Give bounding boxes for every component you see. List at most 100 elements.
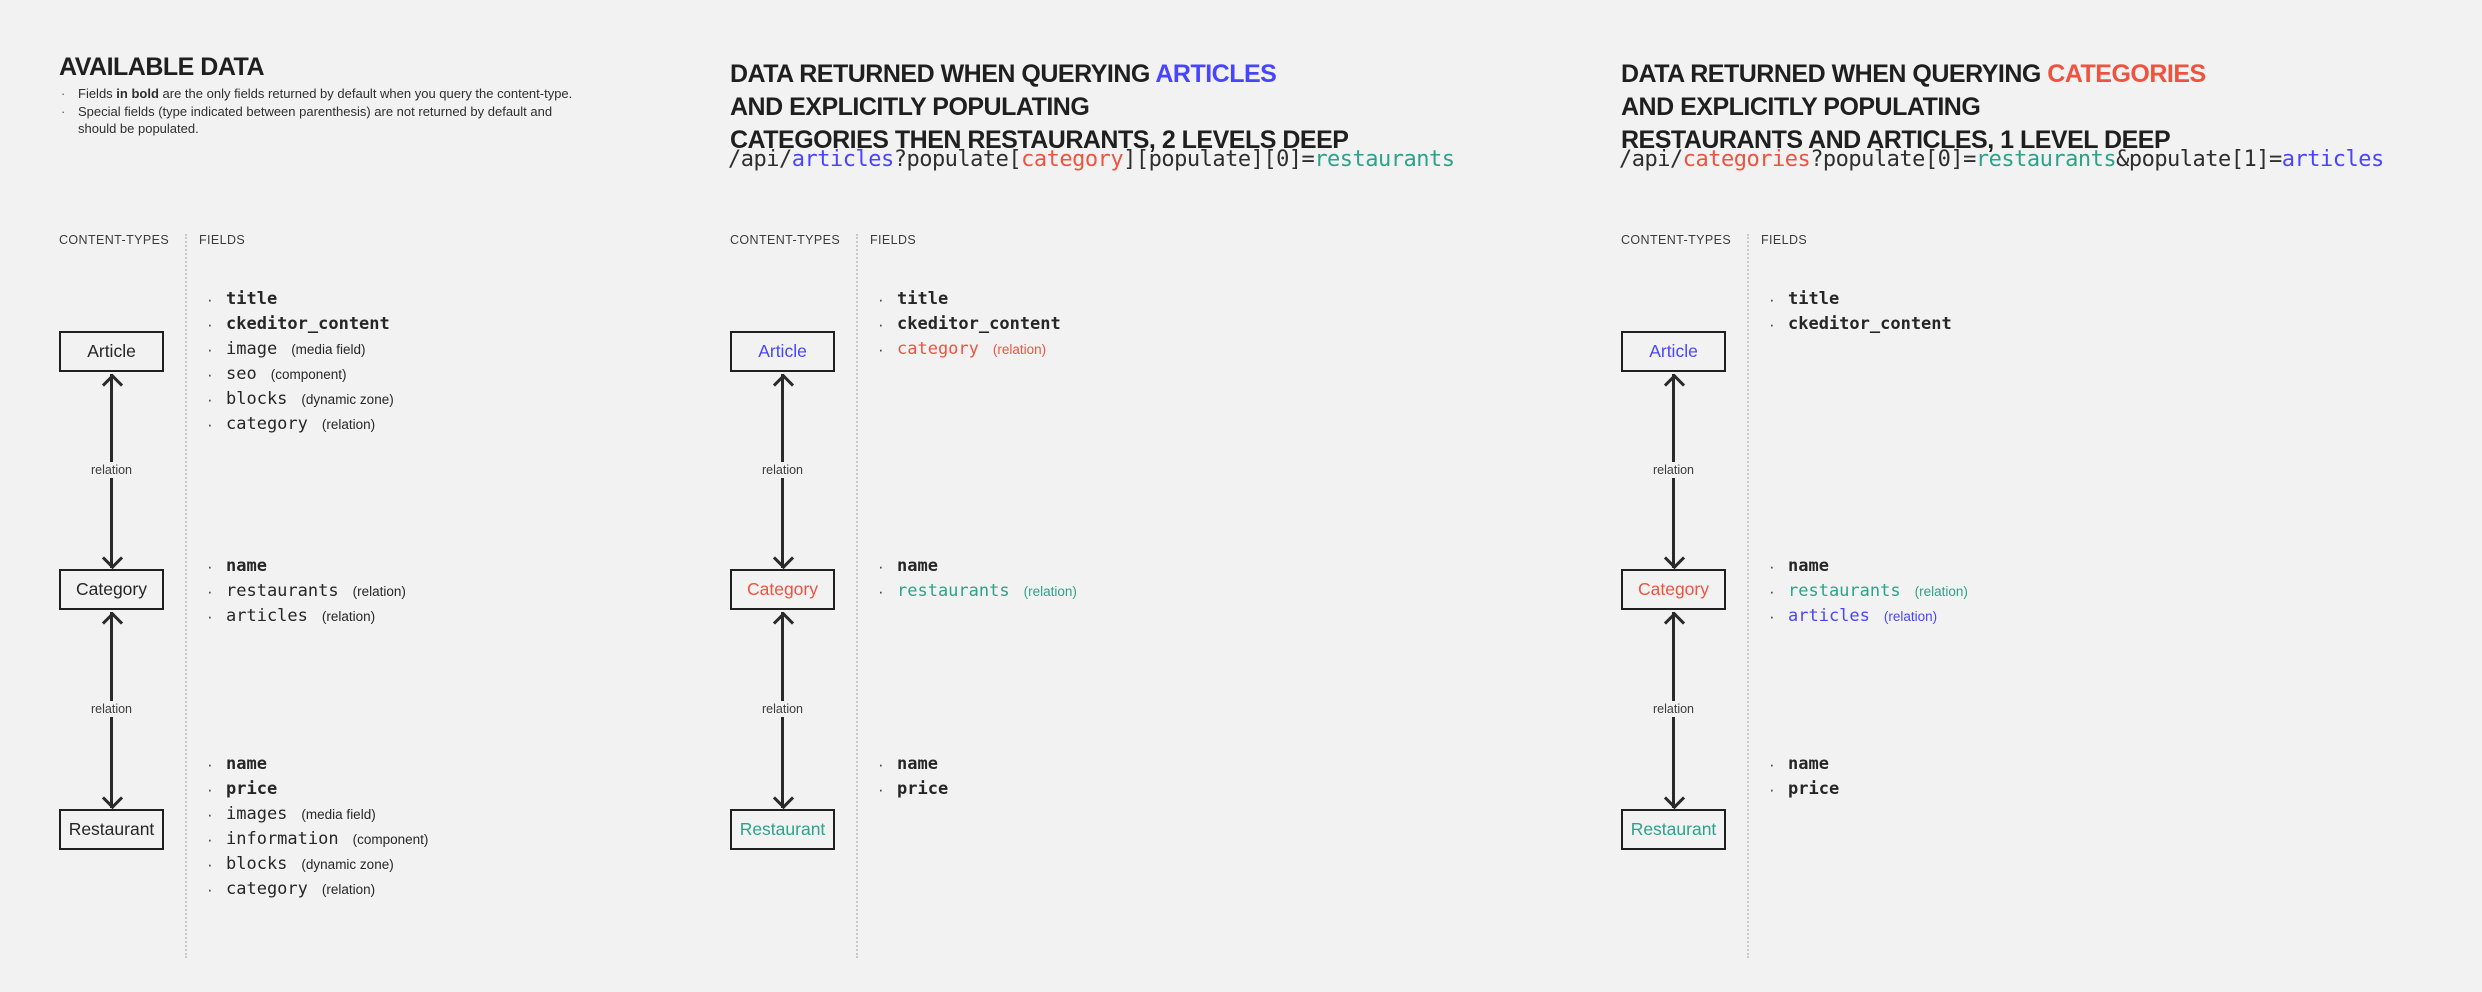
arrowhead-down-icon xyxy=(772,547,794,570)
field-item: ·name xyxy=(207,752,827,777)
content-type-box-restaurant: Restaurant xyxy=(730,809,835,850)
content-type-box-article: Article xyxy=(59,331,164,372)
bullet-icon: · xyxy=(1769,315,1775,334)
relation-label: relation xyxy=(86,701,137,717)
field-item: ·price xyxy=(1769,777,2389,802)
bullet-icon: · xyxy=(207,880,213,899)
field-item: ·ckeditor_content xyxy=(1769,312,2389,337)
field-item: ·restaurants(relation) xyxy=(207,579,827,604)
bullet-icon: · xyxy=(1769,557,1775,576)
note-text: Special fields (type indicated between p… xyxy=(78,103,553,137)
bullet-icon: · xyxy=(207,390,213,409)
content-type-box-article: Article xyxy=(730,331,835,372)
bullet-icon: · xyxy=(1769,607,1775,626)
bullet-icon: · xyxy=(1769,290,1775,309)
content-type-label: Category xyxy=(1637,579,1709,599)
bullet-icon: · xyxy=(207,582,213,601)
field-group-category: ·name ·restaurants(relation) xyxy=(878,554,1498,604)
bullet-icon: · xyxy=(878,582,884,601)
note-text: Fields in bold are the only fields retur… xyxy=(78,86,573,101)
bullet-icon: · xyxy=(207,780,213,799)
title-segment: AVAILABLE DATA xyxy=(59,52,265,81)
content-type-label: Restaurant xyxy=(739,819,826,839)
bullet-icon: · xyxy=(1769,780,1775,799)
content-type-label: Restaurant xyxy=(1630,819,1717,839)
content-type-box-article: Article xyxy=(1621,331,1726,372)
field-item: ·name xyxy=(1769,554,2389,579)
panel-title: AVAILABLE DATA xyxy=(59,51,265,84)
field-item: ·articles(relation) xyxy=(1769,604,2389,629)
bullet-icon: · xyxy=(207,855,213,874)
relation-label: relation xyxy=(1648,701,1699,717)
field-item: ·name xyxy=(1769,752,2389,777)
bullet-icon: · xyxy=(207,830,213,849)
field-item: ·title xyxy=(878,287,1498,312)
column-separator xyxy=(185,234,187,958)
field-item: ·restaurants(relation) xyxy=(878,579,1498,604)
bullet-icon: · xyxy=(878,755,884,774)
field-group-article: ·title ·ckeditor_content ·category(relat… xyxy=(878,287,1498,362)
field-group-category: ·name ·restaurants(relation) ·articles(r… xyxy=(1769,554,2389,629)
field-item: ·name xyxy=(878,554,1498,579)
field-item: ·seo(component) xyxy=(207,362,827,387)
bullet-icon: · xyxy=(1769,755,1775,774)
relation-label: relation xyxy=(757,701,808,717)
arrowhead-up-icon xyxy=(1663,611,1685,634)
field-item: ·ckeditor_content xyxy=(207,312,827,337)
content-types-column-label: CONTENT-TYPES xyxy=(59,233,170,247)
field-item: ·price xyxy=(878,777,1498,802)
field-item: ·name xyxy=(878,752,1498,777)
panel-title: DATA RETURNED WHEN QUERYING ARTICLES AND… xyxy=(730,59,1349,154)
field-item: ·information(component) xyxy=(207,827,827,852)
field-item: ·restaurants(relation) xyxy=(1769,579,2389,604)
field-item: ·category(relation) xyxy=(207,412,827,437)
field-item: ·title xyxy=(207,287,827,312)
bullet-icon: · xyxy=(207,365,213,384)
api-query-string: /api/articles?populate[category][populat… xyxy=(728,147,1455,172)
notes-list: · Fields in bold are the only fields ret… xyxy=(61,85,581,138)
field-item: ·category(relation) xyxy=(207,877,827,902)
field-group-restaurant: ·name ·price ·images(media field) ·infor… xyxy=(207,752,827,902)
content-type-label: Restaurant xyxy=(68,819,155,839)
arrowhead-up-icon xyxy=(101,373,123,396)
title-highlight-articles: ARTICLES xyxy=(1155,59,1277,88)
arrowhead-up-icon xyxy=(101,611,123,634)
arrowhead-down-icon xyxy=(772,787,794,810)
bullet-icon: · xyxy=(207,557,213,576)
field-item: ·category(relation) xyxy=(878,337,1498,362)
field-group-restaurant: ·name ·price xyxy=(1769,752,2389,802)
bullet-icon: · xyxy=(1769,582,1775,601)
bullet-icon: · xyxy=(878,315,884,334)
arrowhead-down-icon xyxy=(1663,787,1685,810)
field-item: ·image(media field) xyxy=(207,337,827,362)
bullet-icon: · xyxy=(207,805,213,824)
content-types-column-label: CONTENT-TYPES xyxy=(730,233,841,247)
api-query-string: /api/categories?populate[0]=restaurants&… xyxy=(1619,147,2384,172)
content-type-box-category: Category xyxy=(1621,569,1726,610)
column-separator xyxy=(856,234,858,958)
panel-query-categories: DATA RETURNED WHEN QUERYING CATEGORIES A… xyxy=(1619,0,2469,992)
relation-label: relation xyxy=(86,462,137,478)
content-type-box-category: Category xyxy=(59,569,164,610)
field-item: ·ckeditor_content xyxy=(878,312,1498,337)
note-item: · Special fields (type indicated between… xyxy=(61,103,581,138)
relation-label: relation xyxy=(757,462,808,478)
bullet-icon: · xyxy=(878,780,884,799)
content-type-label: Category xyxy=(746,579,818,599)
arrowhead-up-icon xyxy=(1663,373,1685,396)
field-item: ·title xyxy=(1769,287,2389,312)
fields-column-label: FIELDS xyxy=(1761,233,1808,247)
content-type-label: Article xyxy=(87,341,136,361)
field-item: ·blocks(dynamic zone) xyxy=(207,387,827,412)
content-type-label: Article xyxy=(758,341,807,361)
field-item: ·name xyxy=(207,554,827,579)
field-group-category: ·name ·restaurants(relation) ·articles(r… xyxy=(207,554,827,629)
arrowhead-down-icon xyxy=(1663,547,1685,570)
content-type-box-category: Category xyxy=(730,569,835,610)
bullet-icon: · xyxy=(878,557,884,576)
bullet-icon: · xyxy=(61,86,66,101)
bullet-icon: · xyxy=(207,755,213,774)
panel-query-articles: DATA RETURNED WHEN QUERYING ARTICLES AND… xyxy=(728,0,1578,992)
field-item: ·blocks(dynamic zone) xyxy=(207,852,827,877)
panel-title: DATA RETURNED WHEN QUERYING CATEGORIES A… xyxy=(1621,59,2206,154)
